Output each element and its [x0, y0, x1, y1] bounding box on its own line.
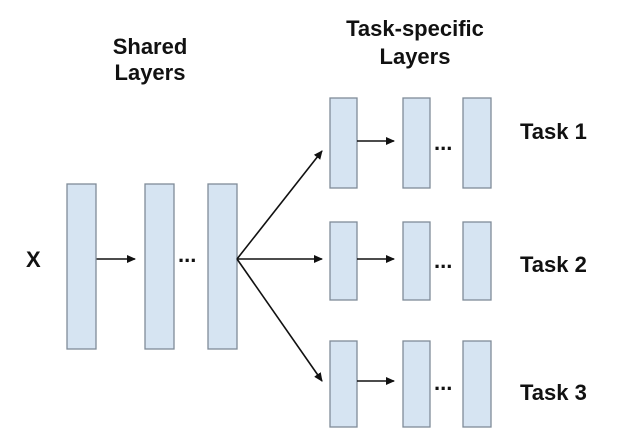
- task-1-layer-2: [402, 97, 431, 189]
- branch-arrow-task-3: [236, 258, 323, 382]
- shared-layer-1: [66, 183, 97, 350]
- task-1-ellipsis: ...: [434, 130, 452, 155]
- shared-layer-2: [144, 183, 175, 350]
- shared-layers-heading-line2: Layers: [115, 60, 186, 85]
- task-1-label: Task 1: [520, 119, 587, 144]
- branch-arrow-task-1: [236, 150, 323, 260]
- task-1-layer-1: [329, 97, 358, 189]
- task-3-layer-1: [329, 340, 358, 428]
- input-x-label: X: [26, 247, 41, 272]
- task-3-label: Task 3: [520, 380, 587, 405]
- task-specific-layers-heading-line2: Layers: [380, 44, 451, 69]
- task-2-layer-2: [402, 221, 431, 301]
- task-specific-layers-heading-line1: Task-specific: [346, 16, 484, 41]
- task-3-layer-2: [402, 340, 431, 428]
- shared-layers-ellipsis: ...: [178, 242, 196, 267]
- task-2-ellipsis: ...: [434, 248, 452, 273]
- task-3-layer-3: [462, 340, 492, 428]
- task-2-layer-3: [462, 221, 492, 301]
- shared-layer-3: [207, 183, 238, 350]
- task-2-layer-1: [329, 221, 358, 301]
- task-1-layer-3: [462, 97, 492, 189]
- task-3-ellipsis: ...: [434, 370, 452, 395]
- task-2-label: Task 2: [520, 252, 587, 277]
- shared-layers-heading-line1: Shared: [113, 34, 188, 59]
